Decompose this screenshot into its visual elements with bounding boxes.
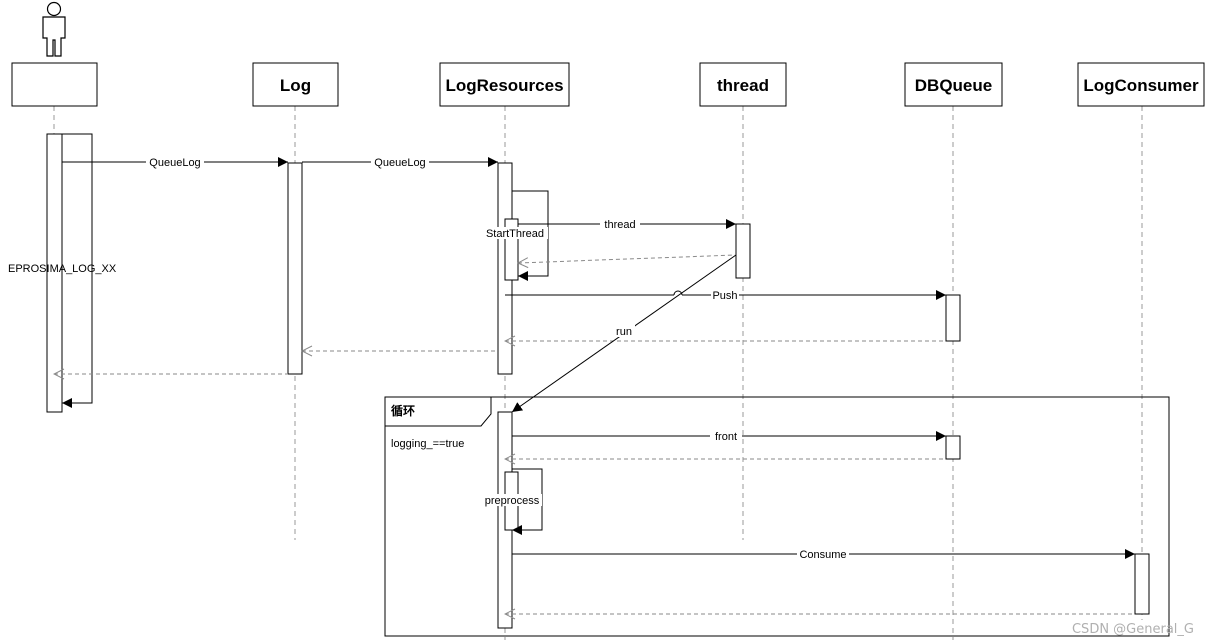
message-run-label: run (616, 326, 632, 338)
activation-log (287, 162, 303, 375)
user-actor-icon (42, 1, 66, 57)
participant-actor (11, 62, 98, 107)
activation-logconsumer (1134, 553, 1150, 615)
participant-logresources-label: LogResources (445, 76, 563, 95)
message-preprocess-label: preprocess (485, 495, 540, 507)
loop-guard: logging_==true (391, 438, 464, 450)
loop-frame: 循环 logging_==true (384, 396, 1170, 637)
message-push-hop (673, 290, 683, 296)
loop-frame-tag: 循环 (391, 403, 415, 418)
message-eprosima-log-xx-label: EPROSIMA_LOG_XX (8, 263, 117, 275)
message-thread-label: thread (604, 219, 635, 231)
message-startthread-label: StartThread (486, 228, 544, 240)
return-thread (518, 254, 737, 263)
participant-dbqueue: DBQueue (904, 62, 1003, 107)
activation-dbqueue-push (945, 294, 961, 342)
participant-thread: thread (699, 62, 787, 107)
message-queuelog-1-label: QueueLog (149, 157, 200, 169)
message-queuelog-2-label: QueueLog (374, 157, 425, 169)
participant-log-label: Log (280, 76, 311, 95)
message-eprosima-log-xx (62, 133, 93, 408)
message-consume-label: Consume (799, 549, 846, 561)
participant-dbqueue-label: DBQueue (915, 76, 992, 95)
activation-dbqueue-front (945, 435, 961, 460)
participant-logconsumer: LogConsumer (1077, 62, 1205, 107)
message-front-label: front (715, 431, 737, 443)
participant-thread-label: thread (717, 76, 769, 95)
participant-log: Log (252, 62, 339, 107)
activation-thread (735, 223, 751, 279)
activation-actor (46, 133, 63, 413)
participant-logresources: LogResources (439, 62, 570, 107)
message-push-label: Push (712, 290, 737, 302)
participant-logconsumer-label: LogConsumer (1083, 76, 1199, 95)
watermark: CSDN @General_G (1072, 622, 1194, 637)
